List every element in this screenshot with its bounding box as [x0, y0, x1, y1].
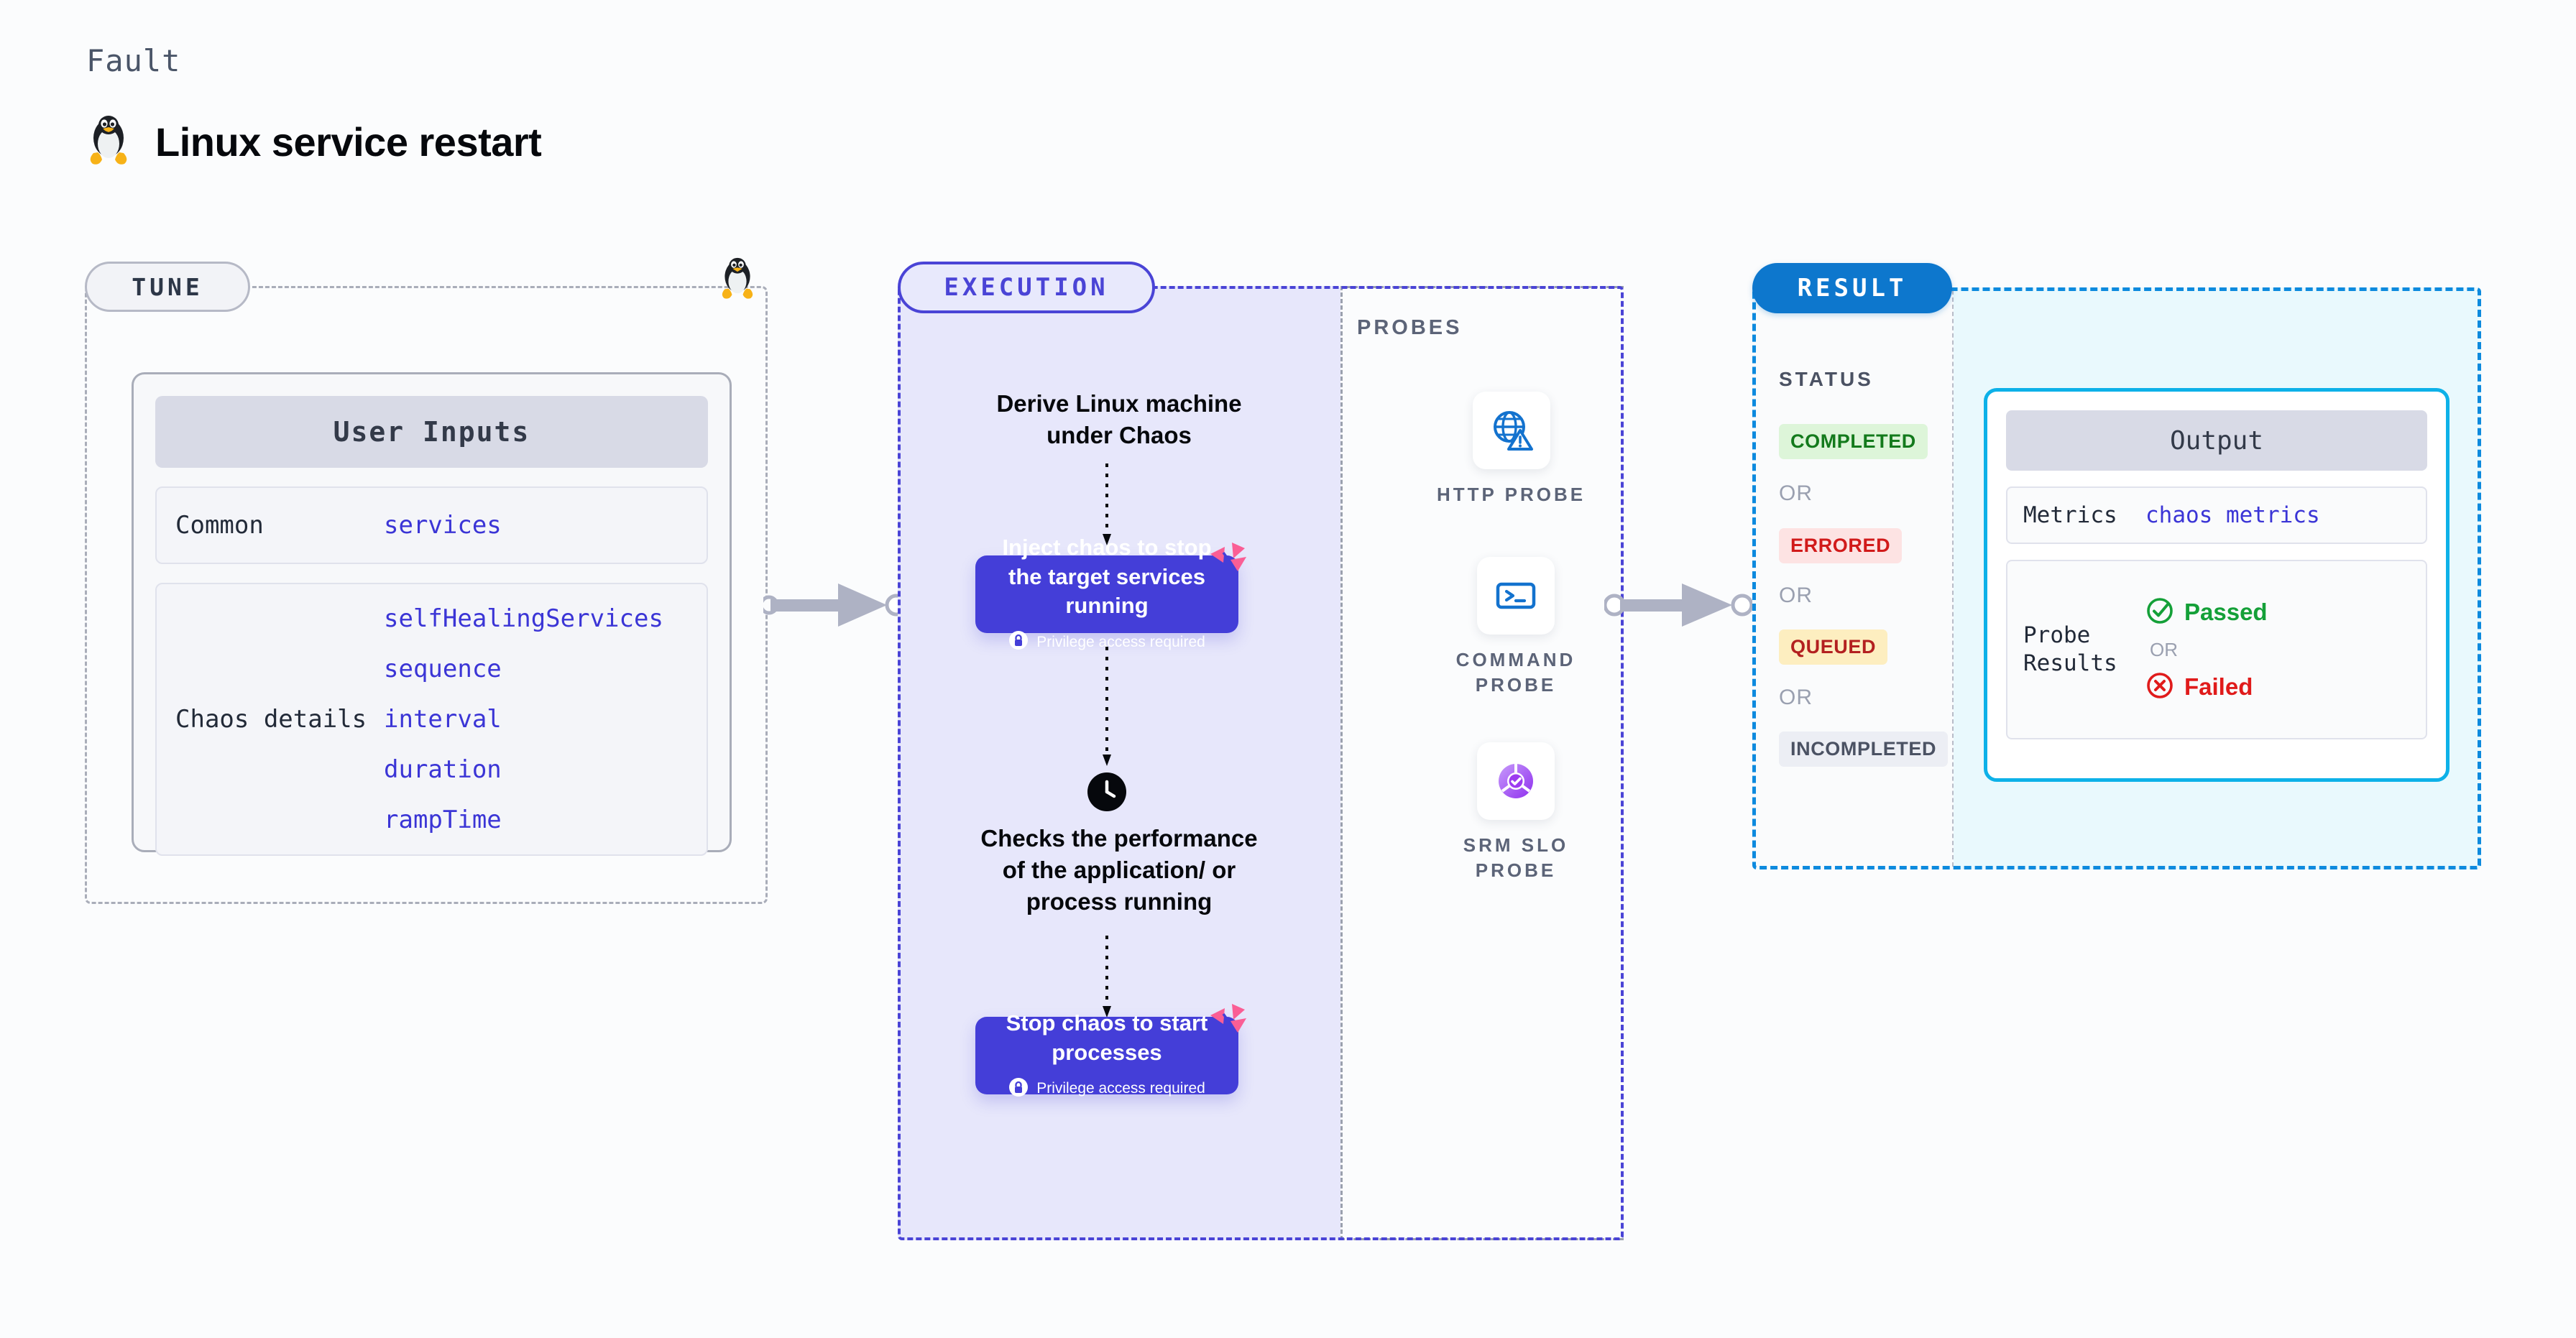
- chaos-card-stop-note-row: Privilege access required: [1008, 1077, 1205, 1101]
- tune-row-chaos: Chaos details selfHealingServices sequen…: [155, 583, 708, 856]
- probe-tile-command[interactable]: COMMAND PROBE: [1437, 557, 1595, 698]
- status-or-3: OR: [1779, 686, 1813, 709]
- stage-pill-tune[interactable]: TUNE: [85, 262, 250, 312]
- status-or-2: OR: [1779, 583, 1813, 607]
- output-probe-or: OR: [2150, 638, 2178, 660]
- tune-container: [85, 286, 768, 904]
- tune-value-duration[interactable]: duration: [384, 755, 502, 784]
- status-badge-queued: QUEUED: [1779, 629, 1888, 665]
- tune-row-common: Common services: [155, 486, 708, 564]
- harness-logo-icon: [1206, 538, 1249, 581]
- result-status-panel: [1752, 287, 1954, 869]
- output-probe-failed-label: Failed: [2184, 673, 2253, 700]
- status-label: STATUS: [1779, 368, 1874, 390]
- output-row-metrics: Metrics chaos metrics: [2006, 486, 2427, 544]
- execution-arrow-2: [1102, 647, 1112, 772]
- lock-icon: [1008, 1077, 1029, 1101]
- tune-value-sequence[interactable]: sequence: [384, 655, 502, 683]
- user-inputs-card: User Inputs Common services Chaos detail…: [132, 372, 732, 856]
- execution-arrow-3: [1102, 936, 1112, 1025]
- user-inputs-title: User Inputs: [155, 396, 708, 468]
- linux-penguin-marker-icon: [719, 257, 756, 305]
- execution-container: [898, 286, 1624, 1240]
- output-probe-passed-row: Passed: [2145, 596, 2268, 629]
- tune-value-ramptime[interactable]: rampTime: [384, 806, 502, 834]
- output-card: Output Metrics chaos metrics Probe Resul…: [1984, 388, 2450, 782]
- harness-logo-icon: [1206, 1000, 1249, 1043]
- output-probe-passed-label: Passed: [2184, 599, 2268, 625]
- status-badge-incompleted: INCOMPLETED: [1779, 732, 1949, 767]
- chaos-card-inject-note: Privilege access required: [1036, 633, 1205, 650]
- probe-name-srm-slo: SRM SLO PROBE: [1463, 834, 1569, 882]
- execution-step-derive-title: Derive Linux machine under Chaos: [996, 390, 1242, 448]
- stage-pill-result[interactable]: RESULT: [1752, 263, 1952, 313]
- status-badge-errored: ERRORED: [1779, 528, 1903, 563]
- probes-label: PROBES: [1357, 316, 1463, 339]
- status-badge-completed: COMPLETED: [1779, 424, 1928, 459]
- output-metrics-label: Metrics: [2023, 502, 2117, 528]
- x-circle-icon: [2145, 671, 2174, 703]
- probe-name-command: COMMAND PROBE: [1455, 649, 1576, 696]
- result-panel-divider: [1952, 290, 1954, 867]
- stage-pill-execution[interactable]: EXECUTION: [898, 262, 1155, 313]
- status-or-1: OR: [1779, 481, 1813, 505]
- page-title-row: Linux service restart: [86, 115, 542, 168]
- tune-value-services[interactable]: services: [384, 511, 502, 540]
- probe-name-http: HTTP PROBE: [1437, 484, 1586, 505]
- tune-row-common-values: services: [384, 511, 502, 540]
- clock-icon: [1086, 771, 1128, 816]
- tune-value-interval[interactable]: interval: [384, 705, 502, 734]
- chaos-card-inject-note-row: Privilege access required: [1008, 630, 1205, 654]
- output-probe-values: Passed OR Failed: [2145, 596, 2268, 703]
- output-title: Output: [2006, 410, 2427, 471]
- execution-chaos-card-inject[interactable]: Inject chaos to stop the target services…: [975, 535, 1238, 650]
- connector-tune-to-execution: [759, 575, 908, 639]
- check-circle-icon: [2145, 596, 2174, 629]
- probe-tile-http[interactable]: HTTP PROBE: [1437, 392, 1586, 507]
- terminal-prompt-icon: [1477, 557, 1555, 635]
- result-container: [1752, 287, 2481, 869]
- globe-warning-icon: [1472, 392, 1550, 469]
- lock-icon: [1008, 630, 1029, 654]
- chaos-card-inject-title: Inject chaos to stop the target services…: [1002, 534, 1212, 619]
- chaos-card-stop-note: Privilege access required: [1036, 1080, 1205, 1097]
- execution-step-checks-title: Checks the performance of the applicatio…: [980, 825, 1258, 915]
- chaos-card-stop-title: Stop chaos to start processes: [1006, 1010, 1208, 1065]
- execution-arrow-1: [1102, 463, 1112, 553]
- linux-penguin-icon: [86, 115, 131, 168]
- output-metrics-value[interactable]: chaos metrics: [2145, 502, 2320, 528]
- slo-donut-check-icon: [1477, 742, 1555, 820]
- execution-chaos-card-stop[interactable]: Stop chaos to start processes Privilege …: [975, 1010, 1238, 1097]
- tune-row-chaos-values: selfHealingServices sequence interval du…: [384, 604, 663, 834]
- output-row-probe-results: Probe Results Passed OR: [2006, 560, 2427, 739]
- output-probe-failed-row: Failed: [2145, 671, 2268, 703]
- tune-row-chaos-label: Chaos details: [175, 704, 367, 734]
- tune-value-selfhealingservices[interactable]: selfHealingServices: [384, 604, 663, 633]
- probe-tile-srm-slo[interactable]: SRM SLO PROBE: [1437, 742, 1595, 883]
- tune-row-common-label: Common: [175, 510, 264, 540]
- eyebrow-label: Fault: [86, 43, 181, 78]
- connector-execution-to-result: [1603, 575, 1762, 639]
- output-probe-label: Probe Results: [2023, 622, 2117, 676]
- page-title: Linux service restart: [155, 119, 542, 165]
